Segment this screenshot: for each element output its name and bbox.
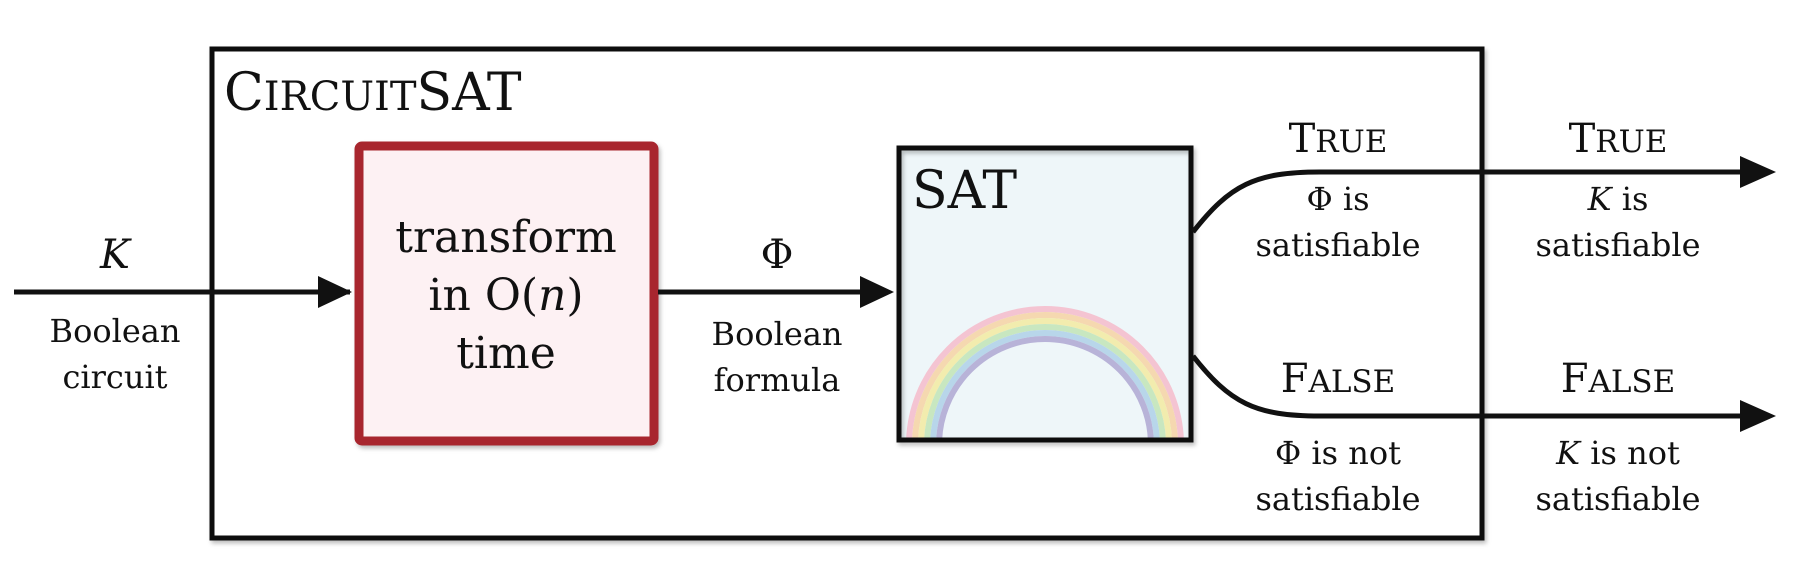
outer-false-desc-line2: satisfiable xyxy=(1535,480,1700,518)
input-symbol: K xyxy=(99,232,132,278)
false-branch xyxy=(1191,354,1740,419)
outer-true-desc-line2: satisfiable xyxy=(1535,226,1700,264)
outer-true-label: TRUE xyxy=(1569,116,1668,162)
true-arrowhead xyxy=(1740,156,1776,188)
false-arrowhead xyxy=(1740,400,1776,432)
sat-title: SAT xyxy=(912,161,1017,221)
input-desc-line1: Boolean xyxy=(50,312,181,350)
transform-box xyxy=(354,141,659,446)
transform-line3: time xyxy=(456,328,556,379)
middle-symbol: Φ xyxy=(761,232,794,278)
input-arrowhead xyxy=(318,276,352,308)
middle-desc-line2: formula xyxy=(714,361,841,399)
inner-true-label: TRUE xyxy=(1289,116,1388,162)
inner-true-desc-line2: satisfiable xyxy=(1255,226,1420,264)
inner-false-desc-line2: satisfiable xyxy=(1255,480,1420,518)
rainbow-image xyxy=(906,306,1184,440)
middle-desc-line1: Boolean xyxy=(712,315,843,353)
circuitsat-title: CIRCUITSAT xyxy=(224,63,522,123)
inner-false-label: FALSE xyxy=(1281,356,1396,402)
outer-false-desc-line1: K is not xyxy=(1555,434,1680,472)
transform-line1: transform xyxy=(395,212,616,263)
sat-box-border xyxy=(896,145,1194,443)
transform-line2: in O(n) xyxy=(428,270,583,321)
inner-true-desc-line1: Φ is xyxy=(1306,180,1369,218)
input-desc-line2: circuit xyxy=(62,358,167,396)
outer-false-label: FALSE xyxy=(1561,356,1676,402)
middle-arrowhead xyxy=(860,276,894,308)
true-branch xyxy=(1191,169,1740,234)
inner-false-desc-line1: Φ is not xyxy=(1275,434,1401,472)
outer-true-desc-line1: K is xyxy=(1587,180,1649,218)
